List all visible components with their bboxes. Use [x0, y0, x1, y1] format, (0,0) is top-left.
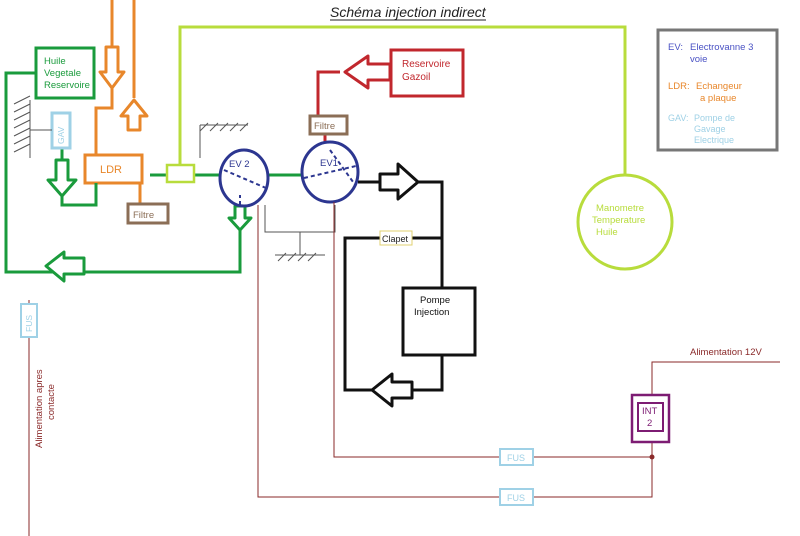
legend-gav-line-3: Electrique	[694, 135, 734, 145]
fus-bottom-box	[499, 488, 534, 506]
ev2-label: EV 2	[229, 159, 250, 170]
red-arrow-left	[343, 54, 392, 90]
legend-gav-abbr: GAV:	[668, 113, 689, 123]
gazoil-line-2: Gazoil	[402, 72, 430, 83]
ev1-label: EV1	[320, 158, 338, 169]
huile-line-3: Reservoire	[44, 80, 90, 91]
int2-line-1: INT	[642, 406, 658, 417]
filtre-left-box	[126, 202, 170, 225]
black-arrow-left	[370, 372, 414, 408]
ground-hatch-ev2-top	[199, 122, 249, 158]
pompe-injection-box	[401, 286, 477, 357]
manometre-line-2: Temperature	[592, 215, 645, 226]
alimentation-apres-line-1: Alimentation apres	[34, 369, 45, 448]
manometre-gauge	[576, 173, 674, 271]
legend-ev-abbr: EV:	[668, 42, 683, 53]
wire-junction	[649, 454, 655, 460]
legend-gav-line-1: Pompe de	[694, 113, 735, 123]
clapet-label: Clapet	[382, 234, 409, 244]
alimentation-12v-label: Alimentation 12V	[690, 347, 762, 358]
filtre-left-label: Filtre	[133, 210, 154, 221]
gav-label: GAV	[56, 126, 66, 144]
ldr-label: LDR	[100, 164, 122, 176]
int2-line-2: 2	[647, 418, 652, 429]
fus-left-label: FUS	[24, 315, 34, 332]
wire-ev1	[333, 202, 652, 458]
filtre-top-label: Filtre	[314, 121, 335, 132]
pompe-line-1: Pompe	[420, 295, 450, 306]
fus-bottom-label: FUS	[507, 493, 525, 503]
wire-ev2	[257, 205, 653, 498]
reservoire-gazoil-box	[389, 48, 465, 98]
gazoil-line-1: Reservoire	[402, 59, 451, 70]
ev1-internal	[303, 149, 357, 187]
ground-hatch-left	[13, 95, 52, 158]
alimentation-apres-line-2: contacte	[46, 384, 57, 420]
fus-mid-label: FUS	[507, 453, 525, 463]
green-arrow-down-ev2	[227, 204, 253, 232]
legend-ev-line-1: Electrovanne 3	[690, 42, 753, 53]
gazoil-line	[316, 70, 340, 150]
huile-reservoire-box	[34, 46, 96, 100]
clapet-box	[379, 230, 413, 246]
manometre-sensor-line	[178, 25, 627, 180]
manometre-line-3: Huile	[596, 227, 618, 238]
ev2-internal	[223, 169, 267, 205]
legend-gav-line-2: Gavage	[694, 124, 726, 134]
temperature-sensor-box	[165, 163, 196, 184]
orange-arrow-down	[98, 45, 126, 90]
legend-ldr-line-1: Echangeur	[696, 81, 742, 92]
legend-ldr-line-2: a plaque	[700, 93, 736, 104]
pompe-line-2: Injection	[414, 307, 449, 318]
manometre-line-1: Manometre	[596, 203, 644, 214]
green-arrow-left	[44, 250, 86, 283]
diagram-title: Schéma injection indirect	[330, 4, 487, 20]
fus-left-box	[20, 303, 38, 338]
legend-ev-line-2: voie	[690, 54, 707, 65]
injection-loop	[343, 180, 444, 392]
green-loop-left	[4, 71, 242, 274]
fus-mid-box	[499, 448, 534, 466]
orange-arrow-up	[119, 98, 149, 132]
wire-12v	[651, 361, 780, 457]
huile-line-1: Huile	[44, 56, 66, 67]
huile-line-2: Vegetale	[44, 68, 81, 79]
ldr-box	[83, 153, 144, 185]
filtre-top-box	[308, 114, 349, 136]
legend-box	[656, 28, 779, 152]
ev1-valve	[300, 140, 360, 204]
black-arrow-right	[378, 162, 420, 201]
green-arrow-down-gav	[46, 158, 78, 198]
ground-hatch-center	[264, 205, 336, 262]
int2-switch-inner	[637, 402, 664, 432]
legend-ldr-abbr: LDR:	[668, 81, 690, 92]
